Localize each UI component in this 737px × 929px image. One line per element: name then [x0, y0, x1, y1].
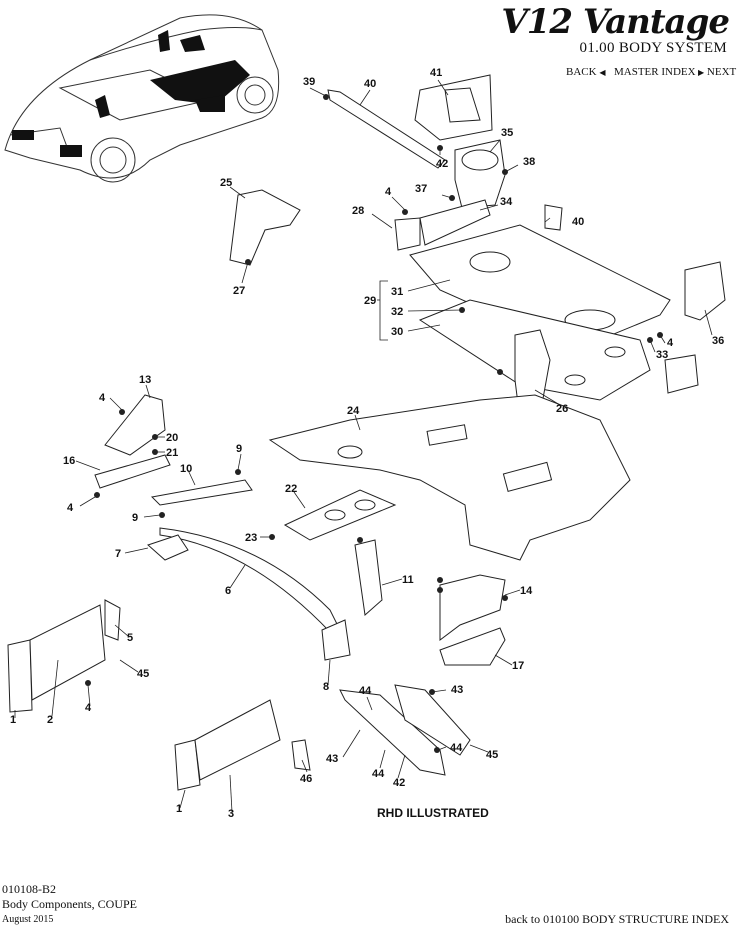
callout-label: 4 [99, 392, 106, 404]
callout-label: 44 [372, 768, 385, 780]
callout-label: 29 [364, 295, 376, 307]
callout-label: 25 [220, 177, 232, 189]
callout-label: 4 [67, 502, 74, 514]
callout-label: 45 [137, 668, 149, 680]
callout-label: 21 [166, 447, 178, 459]
part-13-bracket [439, 574, 506, 641]
fasteners [85, 94, 663, 753]
part-7-bracket [147, 534, 189, 561]
callout-label: 40 [572, 216, 584, 228]
part-38-bracket [414, 74, 493, 141]
callout-label: 40 [364, 78, 376, 90]
callout-label: 10 [180, 463, 192, 475]
callout-label: 46 [300, 773, 312, 785]
callout-label: 27 [233, 285, 245, 297]
callout-label: 42 [393, 777, 405, 789]
callout-label: 8 [323, 681, 329, 693]
callout-label: 9 [236, 443, 242, 455]
callout-label: 1 [176, 803, 182, 815]
callout-label: 4 [667, 337, 674, 349]
section-title: 01.00 BODY SYSTEM [579, 40, 727, 56]
part-12-bracket [104, 394, 166, 456]
back-to-index-link[interactable]: back to 010100 BODY STRUCTURE INDEX [505, 912, 729, 926]
callout-label: 3 [228, 808, 234, 820]
part-36-clip [544, 204, 563, 231]
callout-label: 9 [132, 512, 138, 524]
diagram-title: Body Components, COUPE [2, 897, 138, 911]
callout-labels: 39 40 41 35 38 42 37 34 4 28 40 25 27 31… [10, 67, 724, 820]
callout-label: 28 [352, 205, 364, 217]
callout-label: 44 [359, 685, 372, 697]
callout-label: 43 [451, 684, 463, 696]
diagram-code: 010108-B2 [2, 882, 56, 896]
back-arrow-icon: ◀ [599, 68, 606, 77]
callout-label: 41 [430, 67, 442, 79]
callout-label: 30 [391, 326, 403, 338]
back-label: BACK [566, 66, 597, 78]
part-32-bracket [684, 261, 726, 321]
part-1-crash-box-2 [174, 699, 281, 791]
master-index-link[interactable]: MASTER INDEX [614, 66, 696, 78]
part-11-bracket [354, 539, 383, 616]
part-31-housing [454, 139, 506, 209]
callout-label: 7 [115, 548, 121, 560]
car-overview-illustration [4, 14, 280, 183]
next-button[interactable]: ▶ NEXT [698, 66, 736, 78]
part-21-bracket [229, 189, 301, 266]
callout-label: 24 [347, 405, 360, 417]
callout-label: 38 [523, 156, 535, 168]
part-18-plate [283, 489, 397, 541]
callout-label: 11 [402, 574, 414, 586]
brand-logo: V12 Vantage [501, 2, 730, 42]
callout-label: 45 [486, 749, 498, 761]
callout-label: 26 [556, 403, 568, 415]
part-20-floor-panel [268, 394, 631, 561]
callout-label: 4 [85, 702, 92, 714]
next-label: NEXT [706, 66, 737, 78]
part-40-panel [339, 689, 446, 776]
callout-label: 17 [512, 660, 524, 672]
part-1-crash-box [7, 604, 106, 713]
back-button[interactable]: BACK ◀ [566, 66, 605, 78]
callout-label: 33 [656, 349, 668, 361]
callout-label: 13 [139, 374, 151, 386]
callout-label: 16 [63, 455, 75, 467]
callout-label: 32 [391, 306, 403, 318]
callout-label: 22 [285, 483, 297, 495]
callout-label: 42 [436, 158, 448, 170]
callout-label: 23 [245, 532, 257, 544]
next-arrow-icon: ▶ [698, 68, 705, 77]
diagram-date: August 2015 [2, 914, 54, 925]
part-8-bracket [321, 619, 351, 661]
callout-label: 1 [10, 714, 16, 726]
part-5-bracket [104, 599, 121, 641]
callout-label: 6 [225, 585, 231, 597]
callout-label: 2 [47, 714, 53, 726]
part-14-bracket [94, 454, 171, 489]
callout-label: 31 [391, 286, 403, 298]
part-10-plate [150, 479, 253, 506]
callout-label: 37 [415, 183, 427, 195]
callout-label: 43 [326, 753, 338, 765]
part-35-brace [327, 89, 446, 169]
part-29-bracket [664, 354, 699, 394]
callout-label: 5 [127, 632, 133, 644]
callout-label: 36 [712, 335, 724, 347]
callout-label: 44 [450, 742, 463, 754]
callout-label: 20 [166, 432, 178, 444]
callout-label: 34 [500, 196, 513, 208]
callout-label: 14 [520, 585, 533, 597]
callout-label: 4 [385, 186, 392, 198]
part-30-seal [419, 199, 491, 246]
diagram-caption: RHD ILLUSTRATED [377, 806, 489, 820]
callout-label: 39 [303, 76, 315, 88]
callout-label: 35 [501, 127, 513, 139]
car-highlighted-parts [12, 30, 250, 157]
part-46-bracket [291, 739, 311, 771]
part-24-bracket [394, 217, 421, 251]
part-45-panel [394, 684, 471, 756]
part-15-bracket [439, 627, 506, 666]
